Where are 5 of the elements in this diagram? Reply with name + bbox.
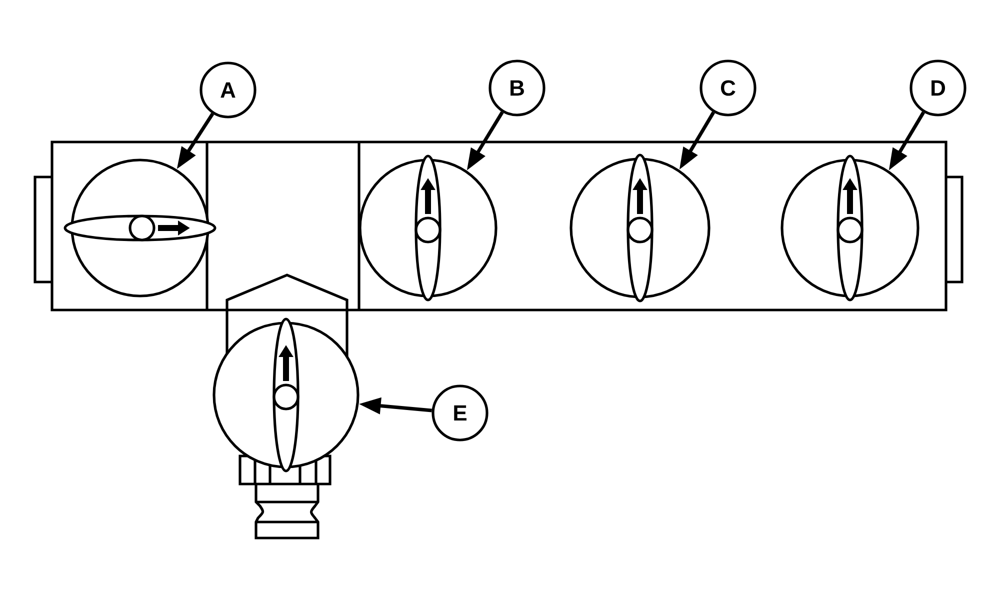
- valve-knob-drawing: [64, 158, 216, 298]
- valve-knob-drawing: [358, 154, 498, 302]
- valve-knob-drawing: [570, 154, 710, 302]
- valve-knob-drawing: [212, 318, 360, 472]
- valve-knob-drawing: [780, 154, 920, 302]
